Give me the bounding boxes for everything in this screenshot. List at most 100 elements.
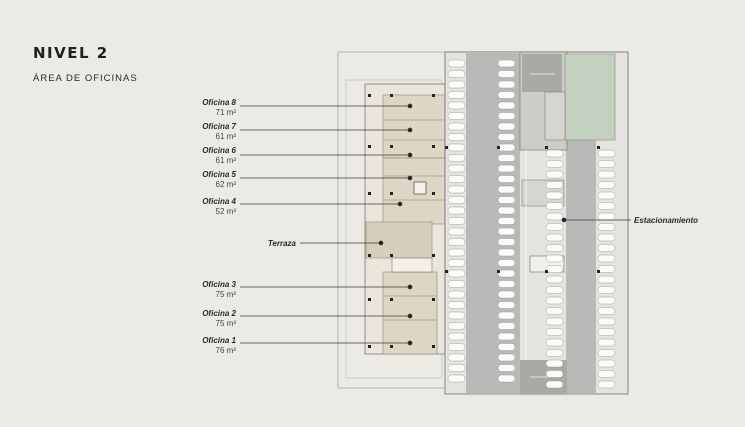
parking-stall [447, 364, 466, 372]
parking-stall [597, 296, 616, 305]
leader-lines [240, 103, 631, 346]
parking-stall [447, 196, 466, 204]
parking-stall [447, 322, 466, 330]
parking-stall [497, 164, 516, 173]
parking-stall [545, 202, 564, 210]
parking-stall [497, 269, 516, 278]
parking-stall [597, 170, 616, 179]
parking-stall [447, 175, 466, 183]
parking-stall [545, 370, 564, 378]
parking-stall [545, 359, 564, 368]
parking-stall [597, 223, 616, 231]
parking-stall [545, 233, 564, 242]
parking-stall [447, 59, 466, 68]
parking-stall [447, 353, 466, 362]
parking-stall [447, 259, 466, 267]
parking-stall [497, 353, 516, 362]
parking-stall [545, 244, 564, 252]
parking-stall [447, 122, 466, 131]
parking-stall [545, 160, 564, 168]
parking-stall [597, 265, 616, 273]
parking-stall [447, 133, 466, 141]
parking-stall [497, 185, 516, 194]
parking-stall [497, 227, 516, 236]
parking-stall [497, 301, 516, 309]
parking-stall [447, 101, 466, 110]
parking-stall [447, 164, 466, 173]
parking-stall [545, 328, 564, 336]
parking-stall [447, 343, 466, 351]
parking-stall [597, 380, 616, 389]
parking-stall [597, 233, 616, 242]
parking-stall [447, 227, 466, 236]
parking-stall [545, 317, 564, 326]
parking-stall [447, 80, 466, 89]
parking-stall [597, 275, 616, 284]
parking-stall [447, 248, 466, 257]
parking-stall [497, 143, 516, 152]
parking-stall [545, 338, 564, 347]
parking-stall [597, 338, 616, 347]
level-title: NIVEL 2 [33, 44, 109, 62]
parking-stall [447, 112, 466, 120]
parking-stall [447, 238, 466, 246]
parking-stall [545, 275, 564, 284]
parking-stall [447, 301, 466, 309]
parking-stall [545, 191, 564, 200]
parking-stall [545, 380, 564, 389]
green-area [564, 53, 616, 141]
parking-stall [497, 196, 516, 204]
parking-stall [447, 91, 466, 99]
parking-stall [597, 286, 616, 294]
parking-area [444, 51, 629, 395]
parking-stall [545, 265, 564, 273]
level-subtitle: ÁREA DE OFICINAS [33, 73, 138, 84]
parking-stall [497, 364, 516, 372]
parking-stall [497, 133, 516, 141]
parking-stall [497, 154, 516, 162]
parking-stall [447, 269, 466, 278]
parking-label: Estacionamiento [634, 216, 699, 225]
terrace-area [365, 221, 433, 259]
parking-stall [545, 286, 564, 294]
parking-stall [497, 290, 516, 299]
parking-stall [597, 370, 616, 378]
parking-stall [545, 181, 564, 189]
parking-stall [545, 149, 564, 158]
parking-stall [447, 185, 466, 194]
parking-stall [497, 175, 516, 183]
parking-stall [545, 307, 564, 315]
parking-stall [497, 70, 516, 78]
parking-stall [497, 259, 516, 267]
parking-stall [497, 112, 516, 120]
parking-stall [497, 343, 516, 351]
parking-stall [545, 296, 564, 305]
parking-stall [497, 91, 516, 99]
parking-stall [497, 238, 516, 246]
parking-stall [545, 254, 564, 263]
parking-stall [497, 332, 516, 341]
parking-stall [597, 160, 616, 168]
parking-stall [447, 154, 466, 162]
parking-stall [497, 206, 516, 215]
parking-stall [497, 101, 516, 110]
parking-lane-right [566, 140, 596, 394]
parking-stall [597, 181, 616, 189]
parking-stall [545, 212, 564, 221]
parking-stall [597, 328, 616, 336]
parking-stall [597, 212, 616, 221]
parking-stall [597, 317, 616, 326]
ramp-top [522, 54, 562, 92]
parking-stall [597, 349, 616, 357]
parking-stall [597, 244, 616, 252]
parking-stall [497, 311, 516, 320]
parking-stall [497, 80, 516, 89]
parking-stall [597, 359, 616, 368]
